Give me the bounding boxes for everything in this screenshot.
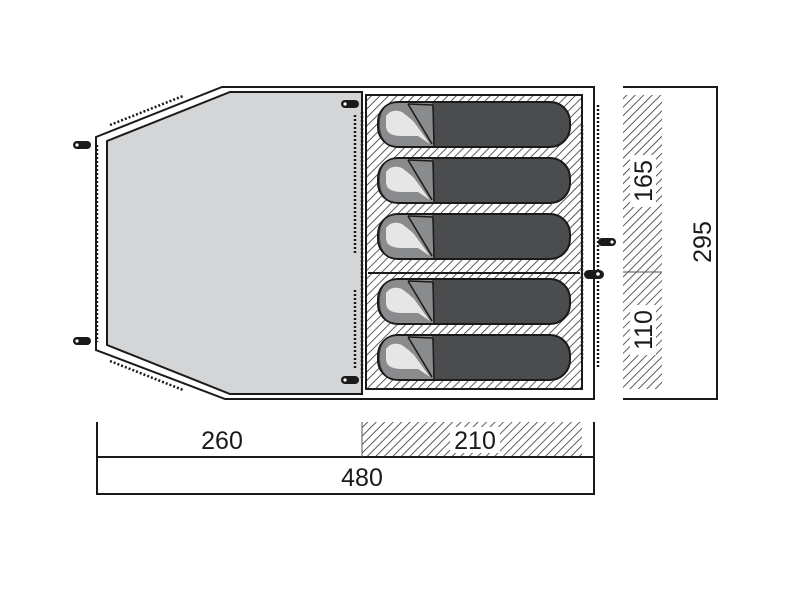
dim-vestibule-length: 260: [201, 427, 243, 455]
stake-icon: [341, 376, 359, 384]
sleeping-bag-icon: [377, 334, 571, 381]
stake-icon: [584, 270, 604, 279]
zipper-lines: [95, 94, 600, 392]
sleeping-bags: [377, 101, 571, 381]
dim-total-length: 480: [341, 464, 383, 492]
dim-bedroom-upper-width: 165: [630, 160, 658, 202]
width-dimension-box: [623, 86, 718, 400]
stake-icon: [73, 141, 91, 149]
vestibule-floor: [106, 91, 363, 395]
sleeping-bag-icon: [377, 157, 571, 204]
dim-bedroom-length: 210: [454, 427, 496, 455]
sleeping-bag-icon: [377, 213, 571, 260]
stake-icon: [73, 337, 91, 345]
stake-icon: [341, 100, 359, 108]
sleeping-bag-icon: [377, 278, 571, 325]
stake-pegs: [73, 100, 616, 384]
dim-total-width: 295: [689, 221, 717, 263]
dim-bedroom-lower-width: 110: [630, 310, 658, 350]
stake-icon: [598, 238, 616, 246]
sleeping-bag-icon: [377, 101, 571, 148]
